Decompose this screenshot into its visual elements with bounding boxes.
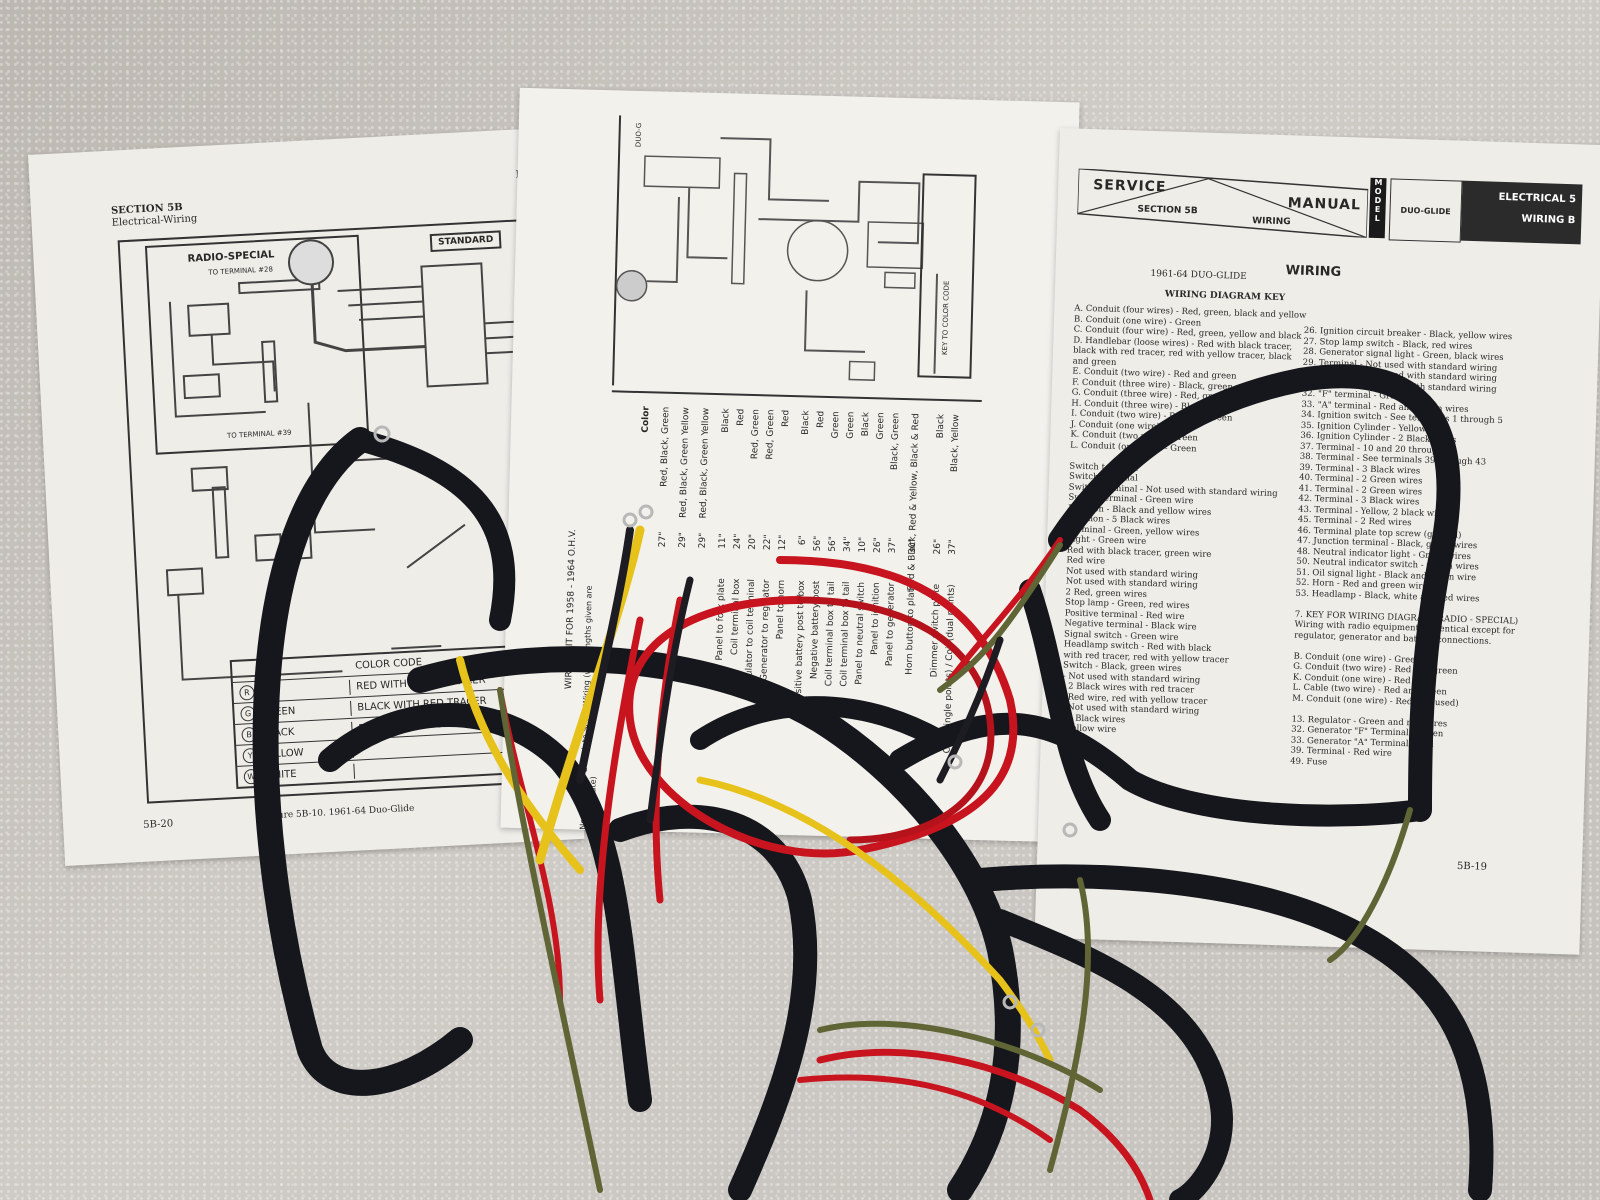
row-color: Black	[860, 411, 872, 437]
radio-special-box: RADIO-SPECIAL TO TERMINAL #28 TO TERMINA…	[144, 234, 370, 455]
row-description: Panel to fork plate	[714, 578, 728, 661]
row-length: 29"	[677, 532, 689, 548]
row-length: 11"	[717, 533, 729, 549]
color-symbol: B	[241, 726, 257, 743]
row-description: Coil terminal box to tail	[824, 581, 837, 687]
color-column-header: Color	[640, 406, 652, 433]
row-length: 26"	[872, 537, 884, 554]
color-label: YELLOW	[262, 746, 304, 761]
row-color: Red, Green	[765, 409, 777, 460]
row-color: Green	[875, 412, 887, 440]
key-right-column: 26. Ignition circuit breaker - Black, ye…	[1290, 326, 1594, 776]
row-length: 56"	[827, 536, 839, 552]
row-color: Red	[815, 410, 827, 429]
banner-model-name: DUO-GLIDE	[1388, 178, 1463, 243]
row-color: Red	[780, 409, 792, 428]
key-header: WIRING DIAGRAM KEY	[1164, 289, 1286, 304]
row-description: Coil terminal box	[730, 578, 743, 656]
banner-model: MODEL	[1368, 177, 1387, 239]
row-length: 29"	[697, 532, 709, 549]
color-label: WHITE	[263, 768, 297, 782]
row-color: Red, Green	[750, 408, 762, 460]
service-manual-banner: SERVICE SECTION 5B MANUAL WIRING MODEL D…	[1076, 168, 1589, 245]
row-length: 20"	[747, 533, 759, 550]
banner-wiring: WIRING	[1252, 216, 1291, 228]
row-description: Negative battery post	[809, 580, 822, 680]
color-label: GREEN	[260, 705, 296, 719]
row-description: Generator to regulator	[759, 579, 772, 682]
row-length: 56"	[812, 535, 824, 552]
row-color: Black, Yellow	[949, 414, 962, 473]
row-color: Red, Black, Green Yellow	[678, 407, 692, 519]
radio-diagram-lines-icon	[168, 277, 321, 418]
page-subtitle: 1961-64 DUO-GLIDE	[1150, 268, 1247, 282]
banner-section: SECTION 5B	[1137, 204, 1198, 217]
row-color: Black, Green	[889, 412, 902, 471]
color-label: RED	[259, 685, 281, 698]
color-symbol: G	[240, 705, 256, 722]
banner-shape-icon	[1076, 168, 1369, 238]
row-description: Horn button to plate	[904, 583, 917, 675]
row-color: Black	[935, 413, 947, 439]
row-length: 12"	[777, 534, 789, 551]
key-left-column: A. Conduit (four wires) - Red, green, bl…	[1061, 304, 1307, 742]
wiring-diagram-rotated	[612, 115, 996, 396]
service-manual-page-left: SECTION 5B Electrical-Wiring DUO RADIO-S…	[28, 127, 585, 867]
row-length: 26"	[932, 538, 944, 555]
row-color: Red, Black, Green	[659, 406, 672, 488]
row-description: Positive battery post to box	[793, 580, 807, 705]
row-color: Black	[800, 410, 812, 435]
row-description: Panel to ignition	[870, 582, 882, 656]
category-wiring: WIRING B	[1521, 213, 1576, 227]
row-color: Red, Black, Green Yellow	[698, 407, 712, 519]
color-symbol: W	[243, 768, 260, 785]
row-description: Panel to generator	[884, 582, 897, 667]
row-length: 37"	[947, 539, 959, 556]
row-length: 30"	[907, 538, 919, 554]
wiring-kit-page-center: DUO-G KEY TO COLOR CODE WIRING KIT FOR 1…	[500, 87, 1080, 843]
ring-terminal-icon	[1002, 994, 1018, 1010]
wiring-kit-title: WIRING KIT FOR 1958 - 1964 O.H.V.	[564, 529, 579, 690]
row-description: Panel to horn	[775, 579, 787, 640]
row-length: 24"	[732, 533, 744, 550]
row-length: 10"	[857, 536, 869, 553]
figure-caption: Figure 5B-10. 1961-64 Duo-Glide	[262, 803, 415, 822]
wire-length-table: Color Red, Black, Green Red, Black, Gree…	[612, 401, 982, 790]
service-manual-page-right: SERVICE SECTION 5B MANUAL WIRING MODEL D…	[1034, 128, 1600, 955]
key-to-color-code-table: KEY TO COLOR CODE	[917, 173, 977, 379]
row-color: Red	[736, 408, 747, 426]
color-symbol: Y	[242, 747, 259, 764]
row-length: 22"	[762, 534, 774, 551]
row-description: Coil (single points) / Coil (dual points…	[942, 584, 957, 754]
category-electrical: ELECTRICAL 5	[1498, 191, 1577, 206]
key-table-title: KEY TO COLOR CODE	[940, 280, 951, 356]
banner-service: SERVICE	[1092, 177, 1167, 196]
page-number: 5B-19	[1456, 860, 1488, 873]
row-length: 34"	[842, 536, 854, 553]
row-description: Coil terminal box to tail	[839, 581, 852, 687]
diagram-lines-icon	[615, 137, 939, 381]
color-label: BLACK	[261, 726, 295, 740]
row-color: Green	[845, 411, 857, 439]
row-length: 27"	[657, 531, 669, 548]
page-title: WIRING	[1285, 263, 1342, 280]
banner-manual: MANUAL	[1287, 195, 1362, 214]
row-description: Regulator to coil terminal	[744, 578, 757, 694]
color-symbol: R	[239, 684, 255, 701]
row-length: 37"	[887, 537, 899, 554]
row-description: Dimmer switch plate	[929, 583, 942, 678]
row-color: Black	[720, 408, 732, 433]
row-color: Green	[830, 411, 842, 439]
row-color: Red & Black, Red & Yellow, Black & Red	[906, 413, 922, 591]
row-description: Panel to neutral switch	[854, 581, 867, 685]
banner-category: ELECTRICAL 5 WIRING B	[1460, 180, 1583, 245]
row-length: 6"	[797, 535, 809, 546]
model-label: MODEL	[1372, 177, 1384, 224]
page-number: 5B-20	[142, 818, 174, 831]
ring-terminal-icon	[1030, 1022, 1046, 1038]
wiring-kit-subtitle: No. 70321-58 Complete Set of Wiring (wir…	[578, 585, 598, 831]
